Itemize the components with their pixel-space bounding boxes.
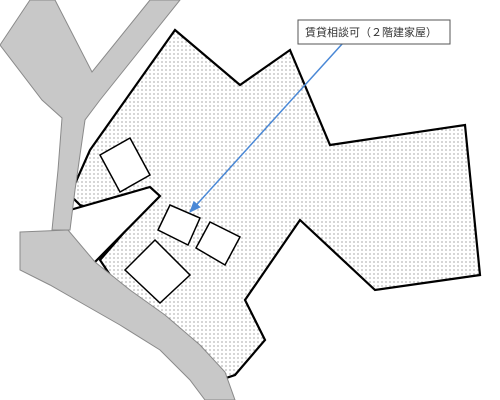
building-footprint-2 bbox=[157, 204, 201, 247]
road-south bbox=[19, 229, 236, 400]
building-footprint-3 bbox=[194, 221, 242, 267]
callout-label: 賃貸相談可（２階建家屋） bbox=[305, 25, 437, 39]
road-north bbox=[0, 0, 181, 231]
parcel-notch-edge bbox=[69, 185, 162, 263]
building-footprint-1 bbox=[98, 136, 152, 194]
callout-box bbox=[297, 19, 451, 45]
parcel-notch bbox=[70, 187, 160, 262]
building-footprint-4 bbox=[123, 238, 192, 305]
parcel-area bbox=[68, 28, 482, 387]
callout-arrow bbox=[189, 42, 344, 213]
